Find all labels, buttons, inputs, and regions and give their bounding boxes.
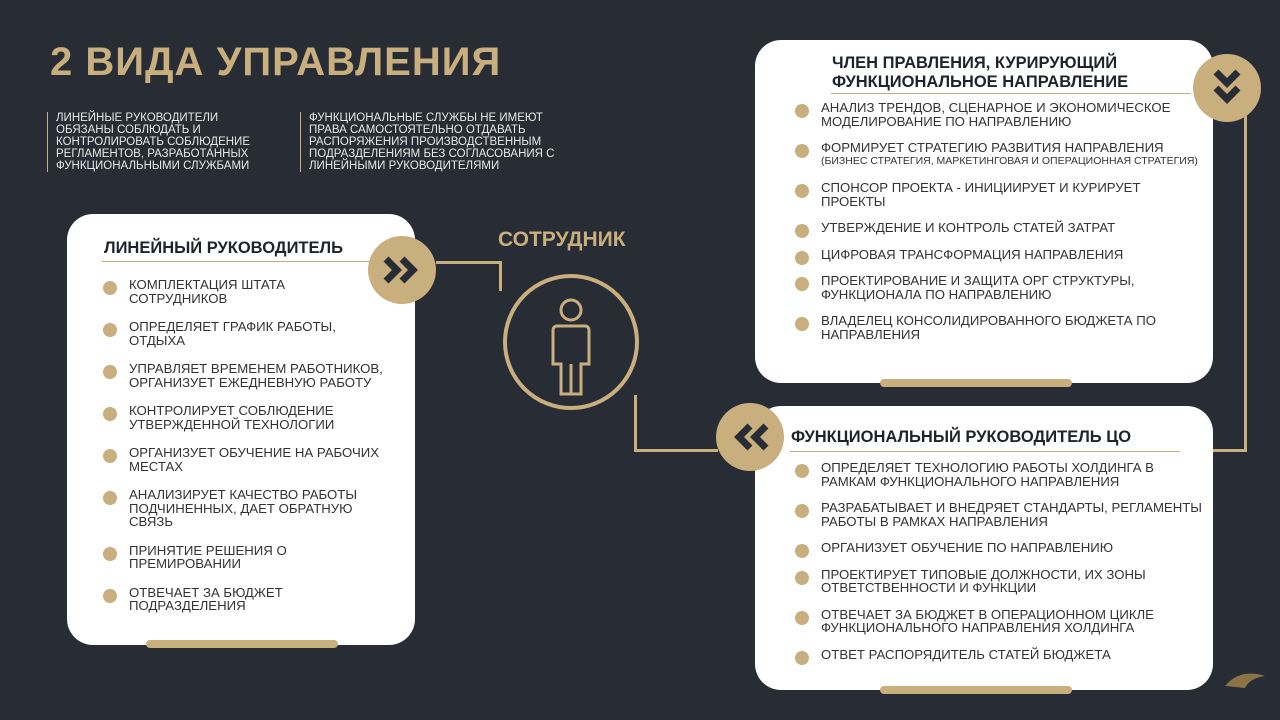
connector	[499, 261, 502, 291]
card-title: ЧЛЕН ПРАВЛЕНИЯ, КУРИРУЮЩИЙ ФУНКЦИОНАЛЬНО…	[832, 54, 1129, 91]
bullet-icon	[795, 544, 809, 558]
bullet-icon	[795, 650, 809, 665]
item-text: КОМПЛЕКТАЦИЯ ШТАТА СОТРУДНИКОВ	[129, 277, 286, 306]
card-bar	[880, 686, 1072, 694]
item-text: АНАЛИЗ ТРЕНДОВ, СЦЕНАРНОЕ И ЭКОНОМИЧЕСКО…	[821, 100, 1171, 129]
item-text: ОРГАНИЗУЕТ ОБУЧЕНИЕ НА РАБОЧИХ МЕСТАХ	[129, 445, 380, 474]
list-item: АНАЛИЗИРУЕТ КАЧЕСТВО РАБОТЫ ПОДЧИНЕННЫХ,…	[103, 488, 383, 529]
functional-manager-card: ФУНКЦИОНАЛЬНЫЙ РУКОВОДИТЕЛЬ ЦО ОПРЕДЕЛЯЕ…	[755, 406, 1213, 690]
card-bar	[880, 379, 1072, 387]
bullet-icon	[795, 610, 809, 625]
bullet-icon	[103, 281, 117, 295]
page-title: 2 ВИДА УПРАВЛЕНИЯ	[50, 40, 502, 84]
item-text: ВЛАДЕЛЕЦ КОНСОЛИДИРОВАННОГО БЮДЖЕТА ПО Н…	[821, 313, 1156, 342]
list-item: ЦИФРОВАЯ ТРАНСФОРМАЦИЯ НАПРАВЛЕНИЯ	[795, 246, 1205, 265]
item-text: КОНТРОЛИРУЕТ СОБЛЮДЕНИЕ УТВЕРЖДЕННОЙ ТЕХ…	[129, 403, 335, 432]
bullet-icon	[795, 224, 809, 238]
card-bar	[146, 640, 338, 648]
bullet-icon	[795, 184, 809, 198]
item-text: ФОРМИРУЕТ СТРАТЕГИЮ РАЗВИТИЯ НАПРАВЛЕНИЯ	[821, 140, 1164, 155]
connector	[634, 449, 718, 452]
connector	[436, 261, 502, 264]
list-item: ОТВЕЧАЕТ ЗА БЮДЖЕТ ПОДРАЗДЕЛЕНИЯ	[103, 584, 383, 613]
bullet-icon	[795, 144, 809, 158]
item-text: ОПРЕДЕЛЯЕТ ГРАФИК РАБОТЫ, ОТДЫХА	[129, 319, 336, 348]
item-text: ОТВЕЧАЕТ ЗА БЮДЖЕТ В ОПЕРАЦИОННОМ ЦИКЛЕ …	[821, 606, 1154, 635]
connector	[1212, 449, 1247, 452]
item-text: УПРАВЛЯЕТ ВРЕМЕНЕМ РАБОТНИКОВ, ОРГАНИЗУЕ…	[129, 361, 383, 390]
item-text: ОПРЕДЕЛЯЕТ ТЕХНОЛОГИЮ РАБОТЫ ХОЛДИНГА В …	[821, 460, 1154, 489]
list-item: ФОРМИРУЕТ СТРАТЕГИЮ РАЗВИТИЯ НАПРАВЛЕНИЯ…	[795, 141, 1205, 168]
list-item: РАЗРАБАТЫВАЕТ И ВНЕДРЯЕТ СТАНДАРТЫ, РЕГЛ…	[795, 501, 1205, 528]
list-item: ОТВЕЧАЕТ ЗА БЮДЖЕТ В ОПЕРАЦИОННОМ ЦИКЛЕ …	[795, 606, 1205, 635]
list-item: СПОНСОР ПРОЕКТА - ИНИЦИИРУЕТ И КУРИРУЕТ …	[795, 181, 1205, 208]
bullet-icon	[795, 464, 809, 478]
linear-manager-card: ЛИНЕЙНЫЙ РУКОВОДИТЕЛЬ КОМПЛЕКТАЦИЯ ШТАТА…	[67, 214, 415, 645]
bullet-icon	[103, 588, 117, 603]
card-title: ФУНКЦИОНАЛЬНЫЙ РУКОВОДИТЕЛЬ ЦО	[791, 428, 1132, 446]
list-item: УПРАВЛЯЕТ ВРЕМЕНЕМ РАБОТНИКОВ, ОРГАНИЗУЕ…	[103, 362, 383, 389]
list-item: ОПРЕДЕЛЯЕТ ТЕХНОЛОГИЮ РАБОТЫ ХОЛДИНГА В …	[795, 461, 1205, 488]
bullet-icon	[795, 277, 809, 291]
company-logo	[1218, 668, 1272, 690]
list-item: КОМПЛЕКТАЦИЯ ШТАТА СОТРУДНИКОВ	[103, 278, 383, 305]
employee-icon	[503, 274, 639, 410]
bullet-icon	[795, 504, 809, 518]
list-item: КОНТРОЛИРУЕТ СОБЛЮДЕНИЕ УТВЕРЖДЕННОЙ ТЕХ…	[103, 404, 383, 431]
note-functional: ФУНКЦИОНАЛЬНЫЕ СЛУЖБЫ НЕ ИМЕЮТ ПРАВА САМ…	[300, 112, 559, 172]
item-text: СПОНСОР ПРОЕКТА - ИНИЦИИРУЕТ И КУРИРУЕТ …	[821, 180, 1141, 209]
list-item: ВЛАДЕЛЕЦ КОНСОЛИДИРОВАННОГО БЮДЖЕТА ПО Н…	[795, 314, 1205, 341]
list-item: ОРГАНИЗУЕТ ОБУЧЕНИЕ ПО НАПРАВЛЕНИЮ	[795, 540, 1205, 558]
bullet-icon	[795, 250, 809, 265]
bullet-icon	[103, 365, 117, 379]
list-item: ПРОЕКТИРОВАНИЕ И ЗАЩИТА ОРГ СТРУКТУРЫ, Ф…	[795, 274, 1205, 301]
card-title: ЛИНЕЙНЫЙ РУКОВОДИТЕЛЬ	[104, 239, 343, 257]
bullet-icon	[103, 407, 117, 421]
chevron-right-icon	[368, 236, 436, 304]
list-item: ПРИНЯТИЕ РЕШЕНИЯ О ПРЕМИРОВАНИИ	[103, 542, 383, 571]
item-text: ОРГАНИЗУЕТ ОБУЧЕНИЕ ПО НАПРАВЛЕНИЮ	[821, 540, 1114, 555]
item-text: ОТВЕЧАЕТ ЗА БЮДЖЕТ ПОДРАЗДЕЛЕНИЯ	[129, 584, 283, 613]
bullet-icon	[103, 323, 117, 337]
chevron-left-icon	[716, 403, 784, 471]
chevron-down-icon	[1193, 54, 1261, 122]
list-item: АНАЛИЗ ТРЕНДОВ, СЦЕНАРНОЕ И ЭКОНОМИЧЕСКО…	[795, 101, 1205, 128]
list-item: ОРГАНИЗУЕТ ОБУЧЕНИЕ НА РАБОЧИХ МЕСТАХ	[103, 446, 383, 473]
connector	[634, 395, 637, 451]
list-item: ОПРЕДЕЛЯЕТ ГРАФИК РАБОТЫ, ОТДЫХА	[103, 320, 383, 347]
list-item: ПРОЕКТИРУЕТ ТИПОВЫЕ ДОЛЖНОСТИ, ИХ ЗОНЫ О…	[795, 566, 1205, 595]
connector	[1244, 115, 1247, 452]
board-member-card: ЧЛЕН ПРАВЛЕНИЯ, КУРИРУЮЩИЙ ФУНКЦИОНАЛЬНО…	[755, 40, 1213, 383]
item-text: ЦИФРОВАЯ ТРАНСФОРМАЦИЯ НАПРАВЛЕНИЯ	[821, 246, 1124, 262]
employee-label: СОТРУДНИК	[498, 228, 626, 251]
item-subtext: (БИЗНЕС СТРАТЕГИЯ, МАРКЕТИНГОВАЯ И ОПЕРА…	[821, 154, 1198, 167]
item-text: РАЗРАБАТЫВАЕТ И ВНЕДРЯЕТ СТАНДАРТЫ, РЕГЛ…	[821, 500, 1202, 529]
bullet-icon	[103, 491, 117, 505]
list-item: ОТВЕТ РАСПОРЯДИТЕЛЬ СТАТЕЙ БЮДЖЕТА	[795, 646, 1205, 665]
item-text: ОТВЕТ РАСПОРЯДИТЕЛЬ СТАТЕЙ БЮДЖЕТА	[821, 646, 1111, 662]
item-text: УТВЕРЖДЕНИЕ И КОНТРОЛЬ СТАТЕЙ ЗАТРАТ	[821, 220, 1116, 235]
item-text: ПРОЕКТИРУЕТ ТИПОВЫЕ ДОЛЖНОСТИ, ИХ ЗОНЫ О…	[821, 566, 1146, 595]
bullet-icon	[103, 546, 117, 561]
item-text: ПРИНЯТИЕ РЕШЕНИЯ О ПРЕМИРОВАНИИ	[129, 542, 287, 571]
item-text: ПРОЕКТИРОВАНИЕ И ЗАЩИТА ОРГ СТРУКТУРЫ, Ф…	[821, 273, 1135, 302]
bullet-icon	[795, 317, 809, 331]
bullet-icon	[795, 570, 809, 585]
note-linear: ЛИНЕЙНЫЕ РУКОВОДИТЕЛИ ОБЯЗАНЫ СОБЛЮДАТЬ …	[47, 112, 276, 172]
bullet-icon	[795, 104, 809, 118]
bullet-icon	[103, 449, 117, 463]
list-item: УТВЕРЖДЕНИЕ И КОНТРОЛЬ СТАТЕЙ ЗАТРАТ	[795, 220, 1205, 238]
item-text: АНАЛИЗИРУЕТ КАЧЕСТВО РАБОТЫ ПОДЧИНЕННЫХ,…	[129, 487, 358, 529]
